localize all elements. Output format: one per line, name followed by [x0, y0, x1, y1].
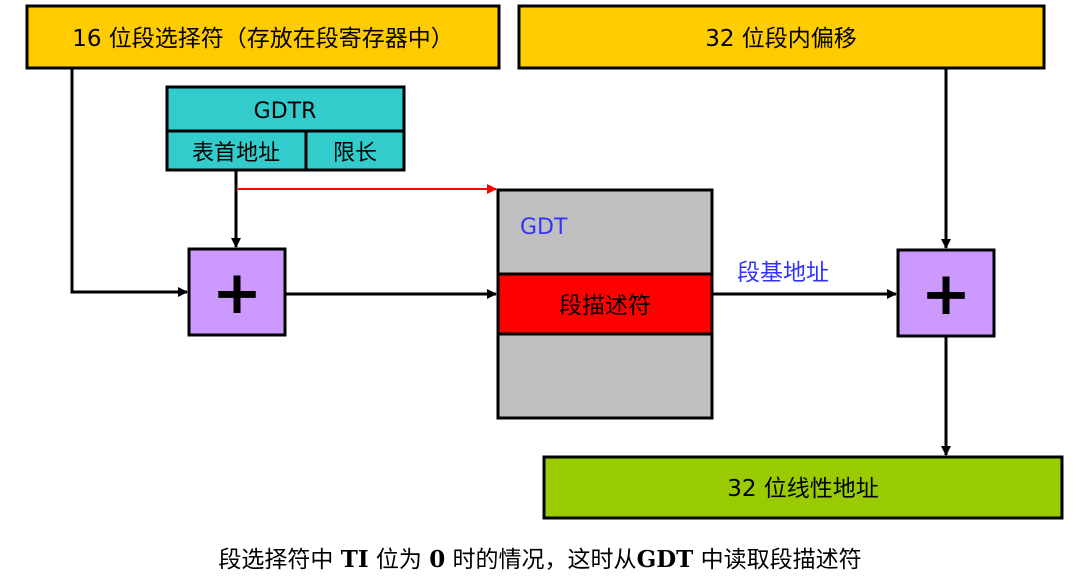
caption-zero: 0 — [429, 546, 446, 573]
gdt-table: GDT 段描述符 — [496, 188, 714, 420]
segment-selector-label: 16 位段选择符（存放在段寄存器中） — [72, 26, 454, 52]
segment-base-address-label: 段基地址 — [737, 260, 829, 286]
gdt-title: GDT — [520, 215, 568, 240]
segment-descriptor-label: 段描述符 — [559, 293, 651, 319]
connector-lines — [70, 68, 951, 456]
segment-descriptor-entry — [496, 272, 714, 336]
left-plus-symbol: + — [212, 258, 262, 328]
gdtr-register: GDTR 表首地址 限长 — [165, 85, 406, 172]
caption-ti: TI — [340, 546, 369, 573]
figure-caption: 段选择符中 TI 位为 0 时的情况，这时从GDT 中读取段描述符 — [0, 540, 1080, 574]
right-plus-symbol: + — [921, 259, 971, 329]
gdt-address-translation-diagram: 16 位段选择符（存放在段寄存器中） 32 位段内偏移 GDTR 表首地址 限长… — [25, 4, 1064, 520]
caption-gdt: GDT — [636, 546, 694, 573]
offset-label: 32 位段内偏移 — [705, 26, 857, 52]
linear-address-box: 32 位线性地址 — [542, 455, 1064, 520]
caption-text-2: 位为 — [368, 547, 430, 573]
gdtr-base-address-label: 表首地址 — [192, 141, 280, 166]
right-adder: + — [896, 248, 996, 338]
caption-text-1: 段选择符中 — [218, 547, 341, 573]
caption-text-4: 中读取段描述符 — [693, 547, 862, 573]
segment-selector-box: 16 位段选择符（存放在段寄存器中） — [25, 4, 501, 70]
gdtr-title: GDTR — [254, 99, 317, 124]
offset-box: 32 位段内偏移 — [517, 4, 1046, 70]
caption-text-3: 时的情况，这时从 — [445, 547, 637, 573]
gdtr-limit-label: 限长 — [333, 141, 377, 166]
selector-to-adder-arrow — [70, 68, 188, 297]
left-adder: + — [187, 247, 287, 337]
linear-address-label: 32 位线性地址 — [727, 476, 879, 502]
